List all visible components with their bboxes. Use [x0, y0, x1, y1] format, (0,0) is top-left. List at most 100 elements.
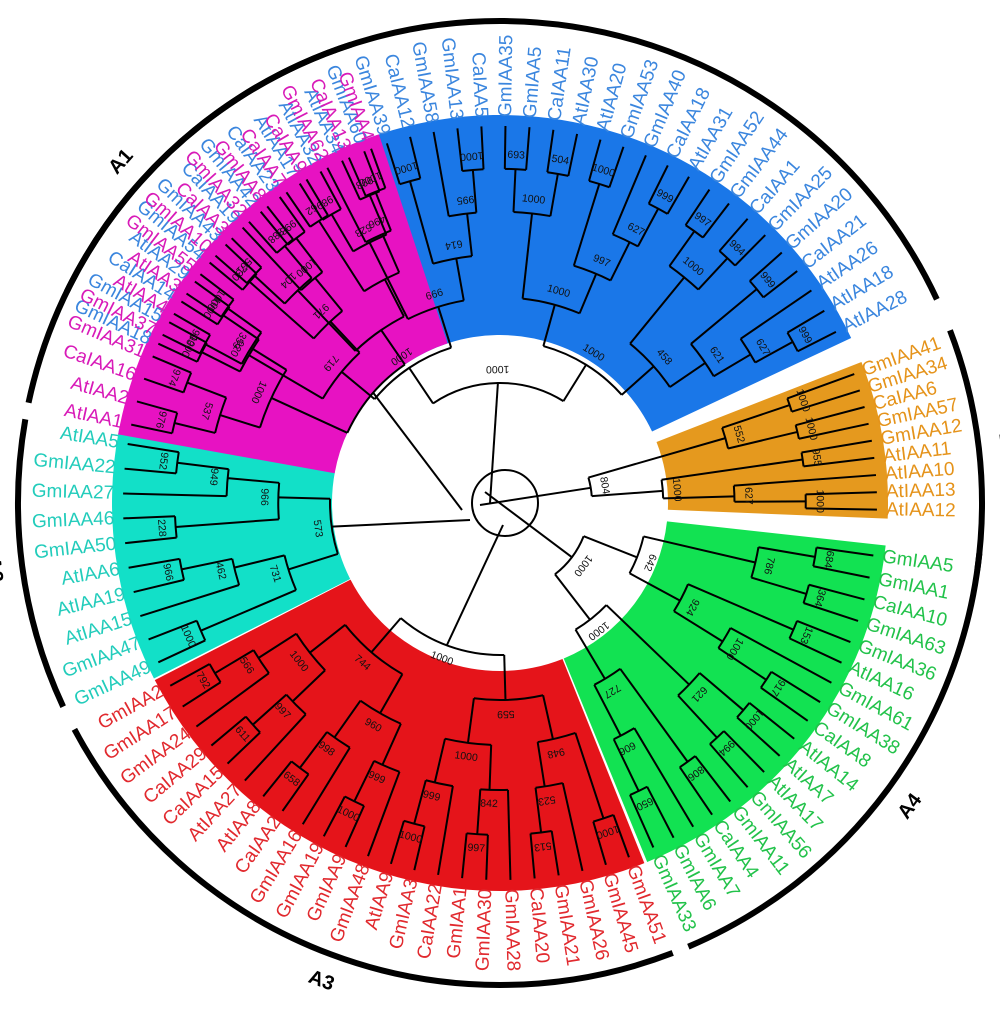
- branch-line: [370, 148, 387, 189]
- branch-line: [592, 821, 607, 866]
- branch-line: [368, 194, 388, 236]
- branch-line: [281, 773, 310, 812]
- branch-line: [262, 760, 293, 797]
- bootstrap-value: 523: [537, 793, 556, 808]
- branch-arc: [346, 363, 406, 434]
- branch-line: [241, 226, 302, 291]
- branch-line: [432, 131, 450, 217]
- clade-arc-B1: [947, 329, 985, 571]
- branch-line: [309, 624, 346, 654]
- branch-arc: [593, 668, 621, 686]
- clade-label-A3: A3: [306, 966, 338, 996]
- branch-arc: [736, 702, 751, 719]
- branch-arc: [321, 208, 342, 221]
- root-branch: [445, 524, 504, 646]
- bootstrap-value: 693: [507, 149, 525, 162]
- branch-line: [278, 196, 306, 233]
- branch-arc: [373, 346, 452, 400]
- branch-line: [567, 133, 579, 177]
- clade-fan-B1: [656, 361, 888, 519]
- branch-line: [813, 565, 870, 579]
- branch-line: [455, 258, 465, 301]
- bootstrap-value: 364: [812, 588, 829, 608]
- branch-line: [758, 546, 816, 558]
- branch-line: [344, 805, 365, 848]
- branch-line: [348, 157, 367, 197]
- branch-line: [409, 136, 422, 179]
- branch-line: [687, 583, 794, 631]
- branch-line: [381, 233, 401, 273]
- branch-line: [322, 796, 346, 837]
- branch-line: [574, 629, 606, 680]
- branch-line: [795, 406, 865, 427]
- branch-line: [697, 257, 729, 291]
- branch-line: [816, 546, 874, 557]
- clade-fan-A4: [563, 521, 886, 862]
- branch-line: [295, 237, 324, 273]
- branch-line: [797, 330, 837, 353]
- branch-line: [503, 126, 507, 169]
- branch-arc: [473, 694, 544, 701]
- branch-line: [608, 146, 625, 188]
- bootstrap-value: 974: [165, 367, 183, 388]
- branch-line: [319, 170, 342, 210]
- clade-label-A1: A1: [104, 145, 137, 179]
- branch-line: [471, 169, 478, 213]
- branch-line: [611, 154, 647, 235]
- branch-line: [389, 820, 405, 865]
- branch-line: [408, 367, 434, 404]
- branch-arc: [321, 351, 361, 400]
- branch-line: [230, 237, 263, 269]
- branch-line: [461, 833, 468, 879]
- branch-line: [250, 346, 288, 371]
- branch-arc: [344, 624, 403, 675]
- branch-line: [805, 491, 877, 496]
- branch-line: [152, 355, 192, 374]
- clade-fan-A2: [111, 429, 351, 679]
- branch-line: [123, 515, 176, 520]
- branch-line: [798, 422, 869, 440]
- branch-line: [301, 747, 351, 825]
- branch-line: [219, 414, 261, 429]
- branch-line: [125, 536, 177, 545]
- clade-label-A2: A2: [0, 555, 7, 583]
- branch-line: [789, 637, 842, 664]
- branch-line: [305, 178, 329, 216]
- branch-line: [678, 766, 713, 816]
- bootstrap-value: 786: [761, 556, 777, 576]
- branch-line: [609, 241, 631, 281]
- branch-line: [226, 731, 261, 765]
- branch-line: [278, 496, 331, 500]
- leaf-label: GmIAA30: [472, 888, 496, 971]
- branch-line: [529, 833, 536, 879]
- leaf-label: GmIAA27: [32, 481, 115, 504]
- branch-line: [506, 789, 512, 880]
- branch-line: [612, 738, 640, 792]
- branch-line: [629, 572, 681, 602]
- branch-line: [284, 245, 313, 279]
- branch-line: [542, 304, 556, 347]
- bootstrap-value: 1000: [670, 478, 684, 502]
- clade-arc-A2: [15, 418, 66, 708]
- clade-arc-A1: [25, 41, 352, 404]
- root-branch: [489, 382, 499, 504]
- bootstrap-value: 504: [551, 153, 570, 168]
- branch-arc: [277, 482, 281, 520]
- branch-arc: [276, 238, 294, 254]
- branch-arc: [522, 297, 580, 315]
- branch-line: [380, 329, 406, 366]
- branch-line: [182, 681, 222, 708]
- branch-line: [140, 584, 240, 617]
- leaf-label: CaIAA5: [467, 52, 491, 118]
- branch-line: [329, 320, 361, 354]
- branch-arc: [690, 343, 715, 377]
- bootstrap-value: 999: [424, 285, 444, 302]
- bootstrap-value: 1000: [486, 363, 510, 375]
- branch-line: [195, 672, 270, 728]
- branch-line: [709, 743, 749, 788]
- branch-arc: [660, 479, 665, 499]
- branch-line: [174, 422, 216, 434]
- branch-line: [666, 176, 690, 215]
- branch-arc: [432, 382, 564, 405]
